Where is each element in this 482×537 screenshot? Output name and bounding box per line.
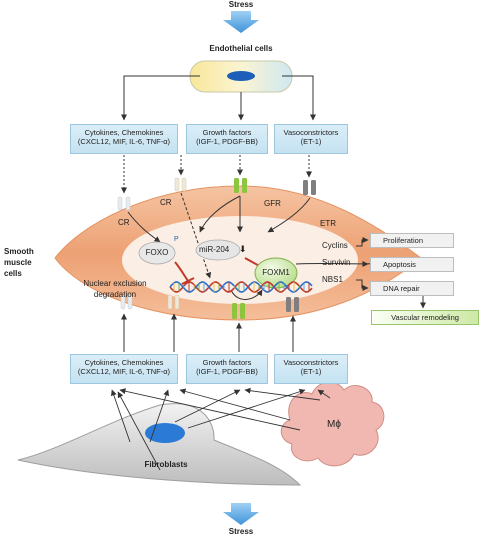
top-growth-factors-box: Growth factors(IGF-1, PDGF-BB) — [186, 124, 268, 154]
target-cyclins: Cyclins — [322, 241, 348, 250]
nucleus-region — [122, 216, 358, 304]
macrophage-label: Mϕ — [327, 419, 341, 430]
foxm1-node — [254, 257, 298, 289]
mir204-node — [195, 239, 241, 261]
bottom-vasoconstrictors-box: Vasoconstrictors(ET-1) — [274, 354, 348, 384]
dna-repair-box: DNA repair — [370, 281, 454, 296]
paracrine-arrows — [110, 387, 331, 471]
ligand-arrows-top — [121, 155, 312, 194]
etr-label: ETR — [320, 219, 336, 228]
mir204-label: miR-204 — [199, 245, 230, 254]
receptor-cr-bottom-left — [120, 294, 133, 310]
receptor-etr-bottom — [286, 297, 299, 312]
cr-center-label: CR — [160, 198, 172, 207]
fibroblasts-label: Fibroblasts — [144, 460, 188, 469]
receptor-gfr-top — [234, 178, 247, 193]
fibroblast-cell — [17, 403, 302, 486]
stress-arrow-bottom — [223, 503, 259, 525]
top-vasoconstrictors-box: Vasoconstrictors(ET-1) — [274, 124, 348, 154]
foxm1-label: FOXM1 — [262, 268, 290, 277]
endothelial-title: Endothelial cells — [209, 44, 273, 53]
ligand-arrows-bottom — [121, 313, 296, 352]
stress-bottom-label: Stress — [228, 527, 254, 536]
endothelial-nucleus — [227, 71, 255, 81]
smooth-muscle-label: Smooth muscle cells — [4, 247, 34, 278]
bottom-growth-factors-box: Growth factors(IGF-1, PDGF-BB) — [186, 354, 268, 384]
mir204-down-icon: ⬇ — [239, 244, 247, 254]
outcome-arrows — [356, 237, 426, 309]
target-survivin: Survivin — [322, 258, 351, 267]
macrophage-cell — [280, 381, 385, 467]
gfr-label: GFR — [264, 199, 281, 208]
bottom-cytokines-box: Cytokines, Chemokines(CXCL12, MIF, IL-6,… — [70, 354, 178, 384]
phospho-label: P — [174, 236, 179, 243]
foxo-node — [138, 241, 176, 265]
receptor-cr-left — [117, 196, 131, 211]
cr-left-label: CR — [118, 218, 130, 227]
top-cytokines-box: Cytokines, Chemokines(CXCL12, MIF, IL-6,… — [70, 124, 178, 154]
endothelial-outflow — [121, 75, 316, 121]
target-nbs1: NBS1 — [322, 275, 343, 284]
proliferation-box: Proliferation — [370, 233, 454, 248]
receptor-cr-center — [174, 177, 187, 192]
dna-helix — [169, 281, 313, 293]
apoptosis-box: Apoptosis — [370, 257, 454, 272]
vascular-remodeling-box: Vascular remodeling — [371, 310, 479, 325]
foxo-label: FOXO — [145, 248, 169, 257]
receptor-gfr-bottom — [232, 303, 245, 319]
receptor-cr-bottom-center — [167, 294, 180, 310]
receptor-etr-top — [303, 180, 316, 195]
stress-arrow-top — [223, 11, 259, 33]
stress-top-label: Stress — [228, 0, 254, 9]
